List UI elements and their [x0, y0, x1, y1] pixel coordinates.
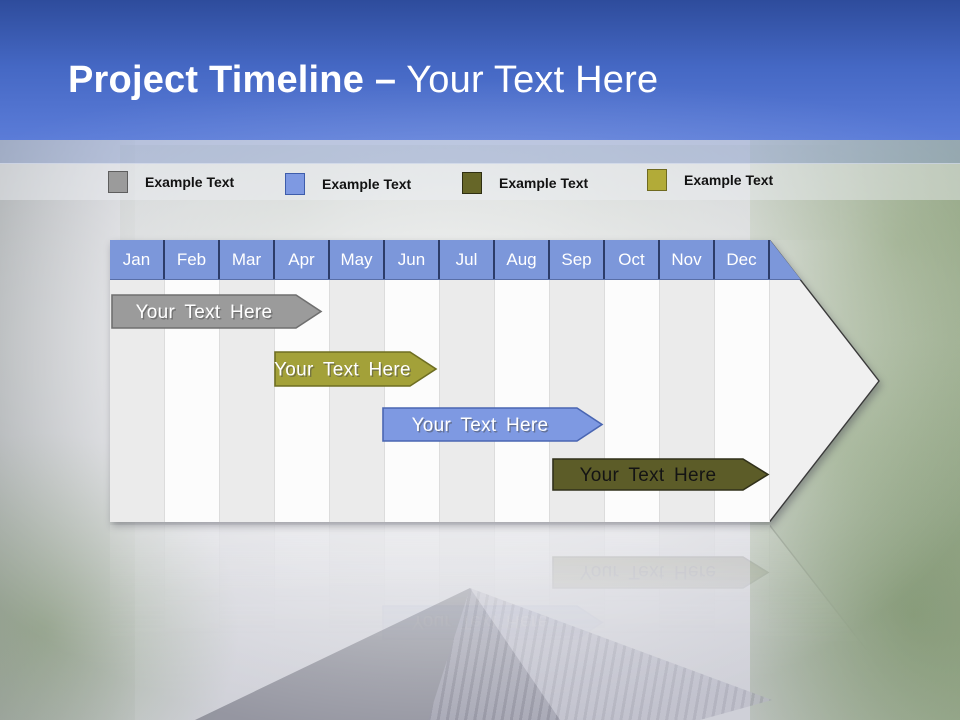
bar-label: Your Text Here	[136, 302, 273, 323]
month-column	[385, 280, 440, 522]
title-band: Project Timeline – Your Text Here	[0, 0, 960, 140]
bar-label: Your Text Here	[413, 417, 550, 438]
title-dash: –	[374, 59, 397, 101]
month-cell: Feb	[165, 240, 220, 279]
title-bold-text: Project Timeline	[68, 59, 365, 101]
bar-label: Your Text Here	[274, 360, 411, 381]
legend-swatch-icon	[647, 169, 667, 191]
bar-label: Your Text Here	[412, 415, 549, 436]
month-cell: Oct	[605, 240, 660, 279]
legend-label: Example Text	[499, 175, 589, 191]
month-cell: Jan	[110, 240, 165, 279]
legend-label: Example Text	[145, 174, 235, 190]
title-light-text: Your Text Here	[406, 59, 659, 101]
bar-label: Your Text Here	[137, 304, 274, 325]
legend-swatch-icon	[285, 173, 305, 195]
month-cell: Nov	[660, 240, 715, 279]
month-cell: May	[330, 240, 385, 279]
slide-title: Project Timeline – Your Text Here	[68, 59, 659, 102]
legend-swatch-icon	[108, 171, 128, 193]
legend-label: Example Text	[322, 176, 412, 192]
month-cell: Apr	[275, 240, 330, 279]
month-column	[495, 280, 550, 522]
legend-label: Example Text	[684, 172, 774, 188]
legend-item: Example Text	[108, 171, 234, 193]
legend-item: Example Text	[285, 173, 411, 195]
legend-item: Example Text	[647, 169, 773, 191]
legend-item: Example Text	[462, 172, 588, 194]
timeline-bar-darkolive: Your Text Here	[552, 458, 770, 491]
legend-swatch-icon	[462, 172, 482, 194]
bar-label: Your Text Here	[275, 361, 412, 382]
header-glass-strip	[0, 140, 960, 164]
month-cell: Jul	[440, 240, 495, 279]
bar-label: Your Text Here	[580, 465, 717, 486]
month-cell: Jun	[385, 240, 440, 279]
month-cell: Sep	[550, 240, 605, 279]
month-column	[440, 280, 495, 522]
month-cell: Aug	[495, 240, 550, 279]
month-column	[330, 280, 385, 522]
month-cell: Dec	[715, 240, 770, 279]
month-cell: Mar	[220, 240, 275, 279]
